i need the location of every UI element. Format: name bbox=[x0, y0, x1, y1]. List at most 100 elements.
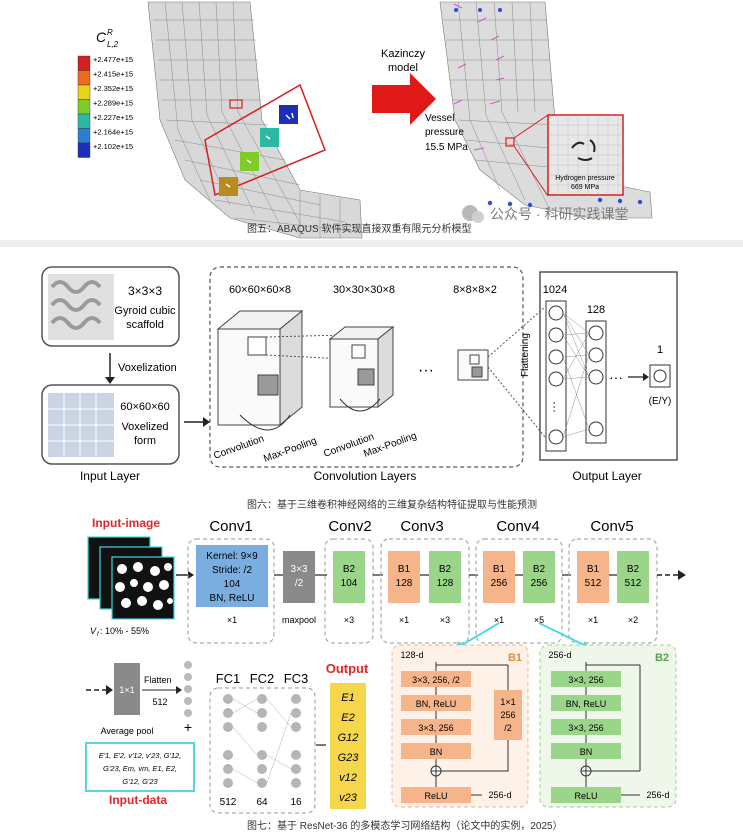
resnet-diagram: Input-image V f : 10% - 55% Conv1 Kernel… bbox=[85, 516, 686, 814]
n1-label: 1 bbox=[657, 344, 663, 356]
figure-5: C R L,2 +2.477e+15+2.415e+15+2.352e+15+2… bbox=[0, 0, 743, 240]
watermark: 公众号 · 科研实践课堂 bbox=[462, 205, 628, 223]
vessel-label-2: pressure bbox=[425, 127, 464, 138]
figure-6-caption: 图六：基于三维卷积神经网络的三维复杂结构特征提取与性能预测 bbox=[247, 500, 537, 511]
legend-sub: L,2 bbox=[107, 40, 119, 49]
conv2-box bbox=[333, 551, 365, 603]
conv3-group bbox=[380, 538, 470, 644]
conv-cube-3 bbox=[457, 349, 489, 381]
svg-text:256: 256 bbox=[491, 578, 508, 589]
fc-neurons bbox=[223, 694, 301, 788]
scaffold-label-2: scaffold bbox=[126, 319, 164, 331]
voxel-label-2: form bbox=[134, 435, 156, 447]
dim-2: 30×30×30×8 bbox=[333, 284, 395, 296]
boundary-markers bbox=[454, 8, 643, 208]
svg-text:3×3, 256: 3×3, 256 bbox=[568, 723, 603, 733]
conv4-b1 bbox=[483, 551, 515, 603]
highlight-region bbox=[204, 83, 326, 197]
hydrogen-label-1: Hydrogen pressure bbox=[555, 175, 615, 182]
b1-relu bbox=[401, 787, 471, 803]
svg-text:128: 128 bbox=[437, 578, 454, 589]
dim-1: 60×60×60×8 bbox=[229, 284, 291, 296]
svg-text:B2: B2 bbox=[627, 564, 640, 575]
conv5-b2 bbox=[617, 551, 649, 603]
voxelization-label: Voxelization bbox=[118, 362, 177, 374]
input-data-line-3: G'12, G'23 bbox=[122, 777, 158, 786]
maxpool-line-1: 3×3 bbox=[291, 564, 308, 575]
legend-value: +2.289e+15 bbox=[93, 99, 133, 108]
figure-7-caption: 图七：基于 ResNet-36 的多模态学习网络结构（论文中的实例，2025） bbox=[247, 821, 563, 832]
vf-sub: f bbox=[97, 632, 100, 638]
legend-swatch bbox=[77, 70, 91, 86]
output-3: G12 bbox=[338, 732, 359, 744]
input-data-line-1: E'1, E'2, v'12, v'23, G'12, bbox=[99, 751, 182, 760]
ey-label: (E/Y) bbox=[649, 396, 672, 407]
n128-label: 128 bbox=[587, 304, 605, 316]
conv3-title: Conv3 bbox=[400, 518, 443, 535]
output-layer-box bbox=[539, 271, 678, 461]
conv1-box bbox=[196, 545, 268, 607]
conv5-b1 bbox=[577, 551, 609, 603]
output-box bbox=[330, 683, 366, 809]
conv5-group bbox=[568, 538, 658, 644]
conv1-line-4: BN, ReLU bbox=[209, 593, 254, 604]
conv4-b2 bbox=[523, 551, 555, 603]
conv-cube-2 bbox=[328, 325, 395, 409]
conv1-line-1: Kernel: 9×9 bbox=[206, 551, 258, 562]
conv2-line-2: 104 bbox=[341, 578, 358, 589]
input-data-box bbox=[85, 742, 195, 792]
svg-text:B2: B2 bbox=[439, 564, 452, 575]
legend-value: +2.164e+15 bbox=[93, 128, 133, 137]
svg-text:BN, ReLU: BN, ReLU bbox=[416, 699, 457, 709]
flattening-label: Flattening bbox=[520, 333, 531, 377]
scaffold-label-1: Gyroid cubic bbox=[114, 305, 176, 317]
vf-range: : 10% - 55% bbox=[100, 626, 149, 636]
right-mesh bbox=[439, 1, 653, 219]
svg-text:BN: BN bbox=[580, 747, 593, 757]
legend-title: C bbox=[96, 29, 107, 45]
legend-value: +2.477e+15 bbox=[93, 55, 133, 64]
conv-label-1: Convolution bbox=[212, 433, 265, 461]
hydrogen-label-2: 669 MPa bbox=[571, 184, 599, 191]
legend-swatch bbox=[77, 84, 91, 100]
conv2-group bbox=[324, 538, 374, 644]
neurons-1024 bbox=[548, 305, 564, 445]
left-mesh bbox=[147, 1, 363, 239]
conv-cube-1 bbox=[216, 309, 304, 427]
conv4-title: Conv4 bbox=[496, 518, 539, 535]
svg-text:ReLU: ReLU bbox=[574, 791, 597, 801]
output-6: v23 bbox=[339, 792, 358, 804]
voxel-image bbox=[48, 393, 114, 457]
conv3-b2 bbox=[429, 551, 461, 603]
maxpool-line-2: /2 bbox=[295, 578, 304, 589]
fc1-size: 512 bbox=[220, 797, 237, 808]
divider bbox=[0, 240, 743, 247]
legend-value: +2.352e+15 bbox=[93, 84, 133, 93]
svg-text:B1: B1 bbox=[587, 564, 600, 575]
svg-text:3×3, 256: 3×3, 256 bbox=[568, 675, 603, 685]
avgpool-box bbox=[114, 663, 140, 715]
flatten-label: Flatten bbox=[144, 675, 172, 685]
legend: C R L,2 +2.477e+15+2.415e+15+2.352e+15+2… bbox=[77, 28, 133, 158]
svg-text:/2: /2 bbox=[504, 723, 512, 733]
maxpool-label: maxpool bbox=[282, 615, 316, 625]
flatten-neurons bbox=[184, 661, 192, 717]
maxpool-label-1: Max-Pooling bbox=[262, 435, 318, 464]
svg-text:3×3, 256, /2: 3×3, 256, /2 bbox=[412, 675, 460, 685]
b2-relu bbox=[551, 787, 621, 803]
vessel-label-1: Vessel bbox=[425, 113, 454, 124]
output-layer-label: Output Layer bbox=[572, 469, 641, 483]
conv1-title: Conv1 bbox=[209, 518, 252, 535]
svg-text:256: 256 bbox=[500, 710, 515, 720]
gyroid-image bbox=[48, 274, 114, 340]
avgpool-text: 1×1 bbox=[119, 685, 134, 695]
output-1: E1 bbox=[341, 692, 354, 704]
output-4: G23 bbox=[338, 752, 360, 764]
flatten-512: 512 bbox=[152, 697, 167, 707]
ellipsis-out: ··· bbox=[609, 369, 623, 385]
input-data-label: Input-data bbox=[109, 793, 167, 807]
legend-sup: R bbox=[107, 28, 113, 37]
maxpool-box bbox=[283, 551, 315, 603]
conv4-mult-1: ×1 bbox=[494, 615, 504, 625]
ellipsis-1024: ··· bbox=[548, 401, 562, 413]
